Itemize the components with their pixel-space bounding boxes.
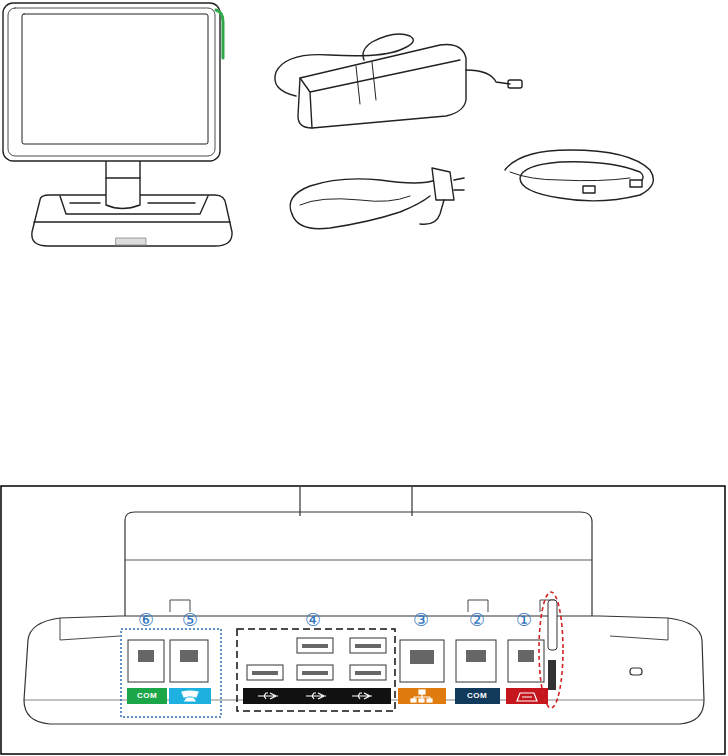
port-label: COM <box>137 692 157 700</box>
port-label: COM <box>467 692 487 700</box>
callout-number: ① <box>516 611 532 629</box>
callout-number: ③ <box>413 611 429 629</box>
callout-number: ⑤ <box>182 611 198 629</box>
callout-number: ⑥ <box>138 611 154 629</box>
callout-number: ④ <box>305 611 321 629</box>
callout-number: ② <box>469 611 485 629</box>
